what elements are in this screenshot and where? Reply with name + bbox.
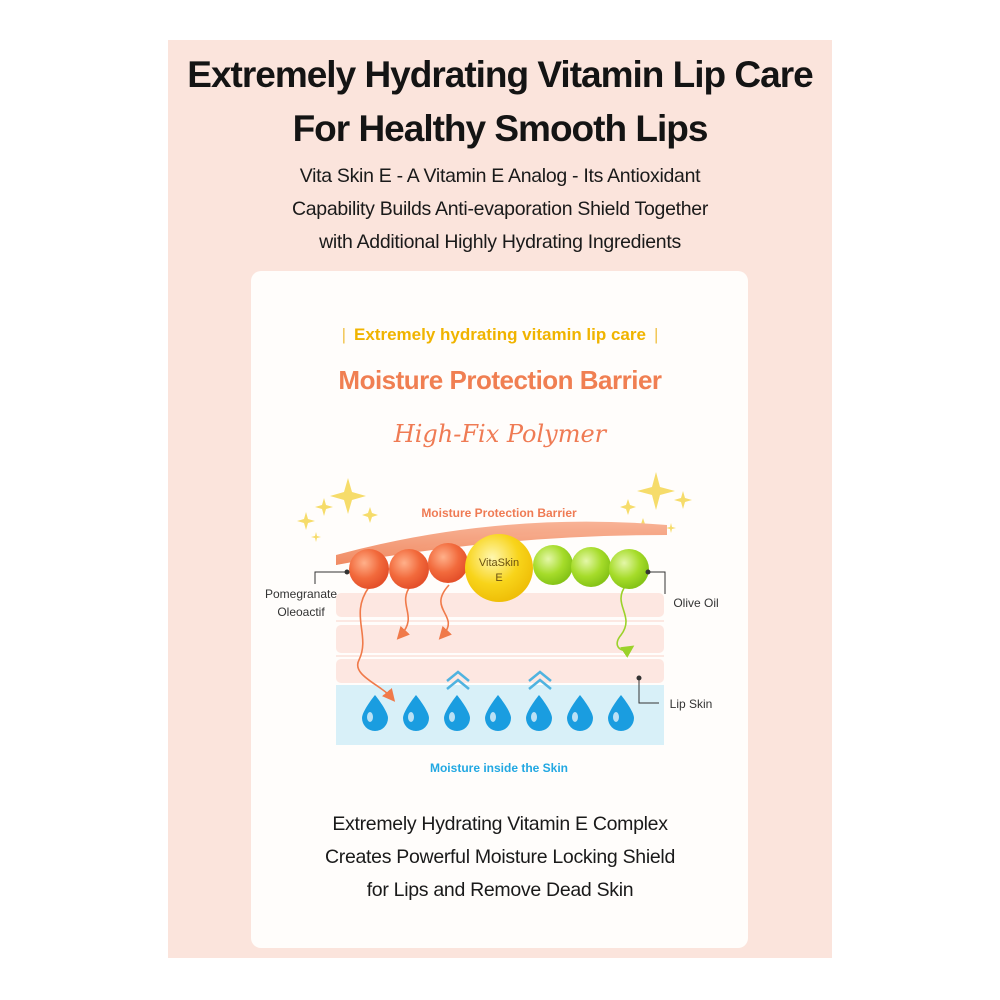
- orange-arrow: [356, 586, 396, 702]
- bottom-line-3: for Lips and Remove Dead Skin: [366, 879, 634, 901]
- chevron-up-icon: [446, 670, 552, 690]
- vitaskin-e-ball: [465, 534, 533, 602]
- card-heading: Moisture Protection Barrier: [338, 365, 662, 395]
- tagline-separator-right: |: [653, 325, 659, 344]
- skin-layers: [336, 593, 664, 683]
- pomegranate-label-1: Pomegranate: [265, 587, 337, 601]
- pomegranate-balls: [349, 543, 468, 589]
- headline-line-2: For Healthy Smooth Lips: [292, 108, 709, 149]
- olive-balls: [533, 545, 649, 589]
- bottom-line-2: Creates Powerful Moisture Locking Shield: [324, 846, 675, 868]
- tagline-separator-left: |: [341, 325, 347, 344]
- subline-line-2: Capability Builds Anti-evaporation Shiel…: [291, 198, 709, 220]
- card-subheading: High-Fix Polymer: [393, 420, 607, 448]
- pomegranate-label-2: Oleoactif: [277, 605, 325, 619]
- lip-skin-label: Lip Skin: [670, 697, 713, 711]
- vitaskin-label-1: VitaSkin: [479, 557, 519, 569]
- bottom-description: Extremely Hydrating Vitamin E Complex Cr…: [0, 808, 1000, 907]
- bottom-line-1: Extremely Hydrating Vitamin E Complex: [332, 813, 668, 835]
- moisture-barrier-arc: [336, 524, 667, 565]
- subline-line-1: Vita Skin E - A Vitamin E Analog - Its A…: [299, 165, 701, 187]
- headline: Extremely Hydrating Vitamin Lip Care For…: [0, 48, 1000, 156]
- olive-oil-label: Olive Oil: [673, 596, 718, 610]
- vitaskin-label-2: E: [495, 572, 502, 584]
- barrier-label: Moisture Protection Barrier: [421, 506, 577, 520]
- subline: Vita Skin E - A Vitamin E Analog - Its A…: [0, 160, 1000, 259]
- orange-arrow: [438, 584, 453, 640]
- tagline-text: Extremely hydrating vitamin lip care: [354, 325, 646, 344]
- headline-line-1: Extremely Hydrating Vitamin Lip Care: [187, 54, 813, 95]
- moisture-inside-label: Moisture inside the Skin: [430, 761, 568, 775]
- orange-arrow: [396, 584, 412, 640]
- green-arrow: [616, 584, 635, 658]
- barrier-diagram: Moisture Protection Barrier: [265, 472, 719, 775]
- card-tagline: | Extremely hydrating vitamin lip care |: [0, 325, 1000, 345]
- water-drop-icon: [362, 695, 634, 731]
- subline-line-3: with Additional Highly Hydrating Ingredi…: [319, 231, 681, 253]
